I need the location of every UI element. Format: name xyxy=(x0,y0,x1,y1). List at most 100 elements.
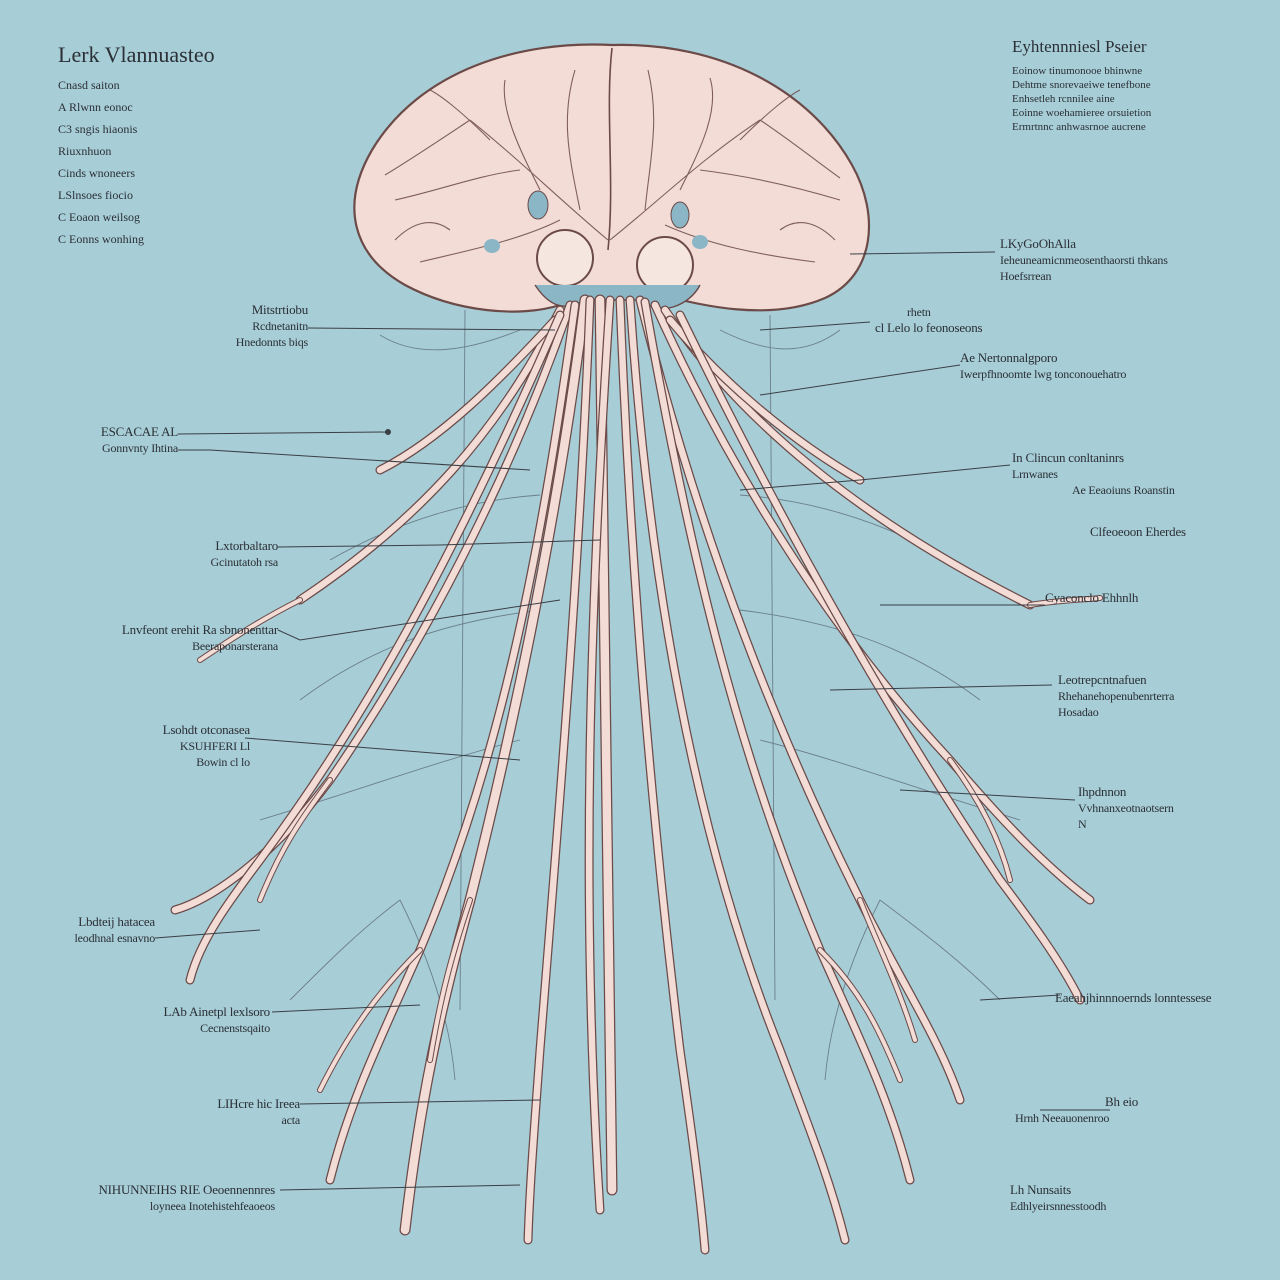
label-line: Edhlyeirsnnesstoodh xyxy=(1010,1199,1107,1213)
label-line: NIHUNNEIHS RIE Oeoennennres xyxy=(98,1182,275,1197)
label-line: Vvhnanxeotnaotsern xyxy=(1078,801,1174,815)
description-line: Eoinow tinumonooe bhinwne xyxy=(1012,65,1143,77)
label-right-10: Bh eio Hrnh Neeauonenroo xyxy=(1015,1094,1138,1126)
legend-title: Lerk Vlannuasteo xyxy=(58,42,215,67)
label-line: Ihpdnnon xyxy=(1078,784,1127,799)
label-line: Ieheuneamicnmeosenthaorsti thkans xyxy=(1000,253,1168,267)
nerve-twig xyxy=(198,598,302,662)
label-line: Hnedonnts biqs xyxy=(235,335,308,349)
label-line: Gonnvnty Ihtina xyxy=(102,441,178,455)
nerve-fiber xyxy=(636,296,964,1104)
label-left-5: Lsohdt otconasea KSUHFERI Ll Bowin cl lo xyxy=(162,722,251,770)
label-line: LKyGoOhAlla xyxy=(1000,236,1076,251)
legend-item: Cinds wnoneers xyxy=(58,166,135,180)
legend-item: A Rlwnn eonoc xyxy=(58,100,133,114)
brain-midline xyxy=(607,47,613,251)
label-right-11: Lh Nunsaits Edhlyeirsnnesstoodh xyxy=(1010,1182,1106,1214)
label-line: Bowin cl lo xyxy=(196,755,250,769)
label-line: Lsohdt otconasea xyxy=(162,722,251,737)
nerve-fiber xyxy=(626,296,849,1244)
label-left-4: Lnvfeont erehit Ra sbnonenttar Beerapona… xyxy=(122,622,278,654)
nerve-twig xyxy=(1028,596,1102,607)
nerve-bundles xyxy=(170,294,1103,1255)
blue-node-right-2 xyxy=(692,235,708,249)
label-line: Leotrepcntnafuen xyxy=(1058,672,1147,687)
nerve-twig xyxy=(258,778,332,902)
nerve-twig xyxy=(318,948,422,1092)
label-left-6: Lbdteij hatacea leodhnal esnavno xyxy=(74,914,156,946)
nerve-fiber xyxy=(326,301,579,1184)
nerve-fiber xyxy=(676,311,1084,1004)
leader-lines xyxy=(154,251,1110,1191)
label-line: leodhnal esnavno xyxy=(74,931,156,945)
blue-node-left-2 xyxy=(484,239,500,253)
description-line: Enhsetleh rcnnilee aine xyxy=(1012,93,1115,105)
label-right-7: Leotrepcntnafuen Rhehanehopenubenrterra … xyxy=(1058,672,1174,720)
description-line: Eoinne woehamieree orsuietion xyxy=(1012,107,1152,119)
label-line: acta xyxy=(281,1113,300,1127)
description-line: Ermrtnnc anhwasrnoe aucrene xyxy=(1012,121,1146,133)
nerve-twig xyxy=(428,898,472,1062)
label-line: N xyxy=(1078,817,1087,831)
label-line: loyneea Inotehistehfeaoeos xyxy=(149,1199,275,1213)
label-left-8: LIHcre hic Ireea acta xyxy=(217,1096,300,1128)
label-right-9: Eaeahjhinnnoernds lonntessese xyxy=(1055,990,1211,1006)
label-line: In Clincun conltaninrs xyxy=(1012,450,1124,465)
label-line: Hosadao xyxy=(1058,705,1099,719)
legend-item: C Eoaon weilsog xyxy=(58,210,140,224)
nerve-fiber xyxy=(400,295,590,1235)
label-line: LIHcre hic Ireea xyxy=(217,1096,300,1111)
label-left-3: Lxtorbaltaro Gcinutatoh rsa xyxy=(210,538,278,570)
label-right-5: Clfeoeoon Eherdes xyxy=(1090,524,1186,540)
nerve-fiber xyxy=(296,306,564,604)
label-line: Hoefsrrean xyxy=(1000,269,1052,283)
label-left-1: Mitstrtiobu Rcdnetanitn Hnedonnts biqs xyxy=(236,302,308,350)
label-line: LAb Ainetpl lexlsoro xyxy=(163,1004,271,1019)
label-line: Cyaconclo Ehhnlh xyxy=(1045,590,1139,605)
label-line: cl Lelo lo feonoseons xyxy=(875,320,983,335)
nerve-twig xyxy=(948,758,1012,882)
description-block: Eyhtennniesl Pseier Eoinow tinumonooe bh… xyxy=(1012,36,1227,134)
label-line: Eaeahjhinnnoernds lonntessese xyxy=(1055,990,1212,1005)
legend-item: Cnasd saiton xyxy=(58,78,120,92)
label-left-7: LAb Ainetpl lexlsoro Cecnenstsqaito xyxy=(164,1004,271,1036)
label-line: Beeraponarsterana xyxy=(192,639,278,653)
legend-item: Riuxnhuon xyxy=(58,144,112,158)
label-line: Iwerpfhnoomte lwg tonconouehatro xyxy=(960,367,1127,381)
label-right-8: Ihpdnnon Vvhnanxeotnaotsern N xyxy=(1078,784,1174,832)
label-line: ESCACAE AL xyxy=(100,424,178,439)
legend: Lerk Vlannuasteo Cnasd saiton A Rlwnn eo… xyxy=(58,40,215,250)
nerve-twig xyxy=(818,948,902,1082)
nerve-fiber xyxy=(585,296,614,1214)
label-line: KSUHFERI Ll xyxy=(179,739,250,753)
legend-item: LSlnsoes fiocio xyxy=(58,188,133,202)
blue-node-right xyxy=(670,201,690,229)
nerve-fiber xyxy=(524,296,594,1244)
brain xyxy=(353,43,870,313)
label-line: Hrnh Neeauonenroo xyxy=(1015,1111,1110,1125)
label-line: Mitstrtiobu xyxy=(251,302,309,317)
label-line: Lh Nunsaits xyxy=(1010,1182,1071,1197)
label-line: Gcinutatoh rsa xyxy=(210,555,278,569)
brain-veins xyxy=(384,69,841,263)
label-left-2: ESCACAE AL Gonnvnty Ihtina xyxy=(101,424,178,456)
description-title: Eyhtennniesl Pseier xyxy=(1012,37,1147,56)
label-line: Lrnwanes xyxy=(1012,467,1058,481)
nerve-fiber xyxy=(651,301,1094,904)
label-line: Lbdteij hatacea xyxy=(78,914,155,929)
legend-item: C3 sngis hiaonis xyxy=(58,122,138,136)
label-line: Ae Nertonnalgporo xyxy=(960,350,1058,365)
label-line: Bh eio xyxy=(1105,1094,1139,1109)
label-line: Clfeoeoon Eherdes xyxy=(1090,524,1186,539)
label-line: Cecnenstsqaito xyxy=(200,1021,270,1035)
label-right-4: In Clincun conltaninrs Lrnwanes Ae Eeaoi… xyxy=(1012,450,1175,498)
nerve-fiber xyxy=(171,301,574,914)
label-line: Lxtorbaltaro xyxy=(215,538,278,553)
nerve-fiber xyxy=(641,298,914,1184)
nerve-twig xyxy=(858,898,917,1042)
blue-node-left xyxy=(527,190,549,220)
label-left-9: NIHUNNEIHS RIE Oeoennennres loyneea Inot… xyxy=(98,1182,275,1214)
nerve-fiber xyxy=(616,296,709,1254)
label-right-3: Ae Nertonnalgporo Iwerpfhnoomte lwg tonc… xyxy=(960,350,1126,382)
